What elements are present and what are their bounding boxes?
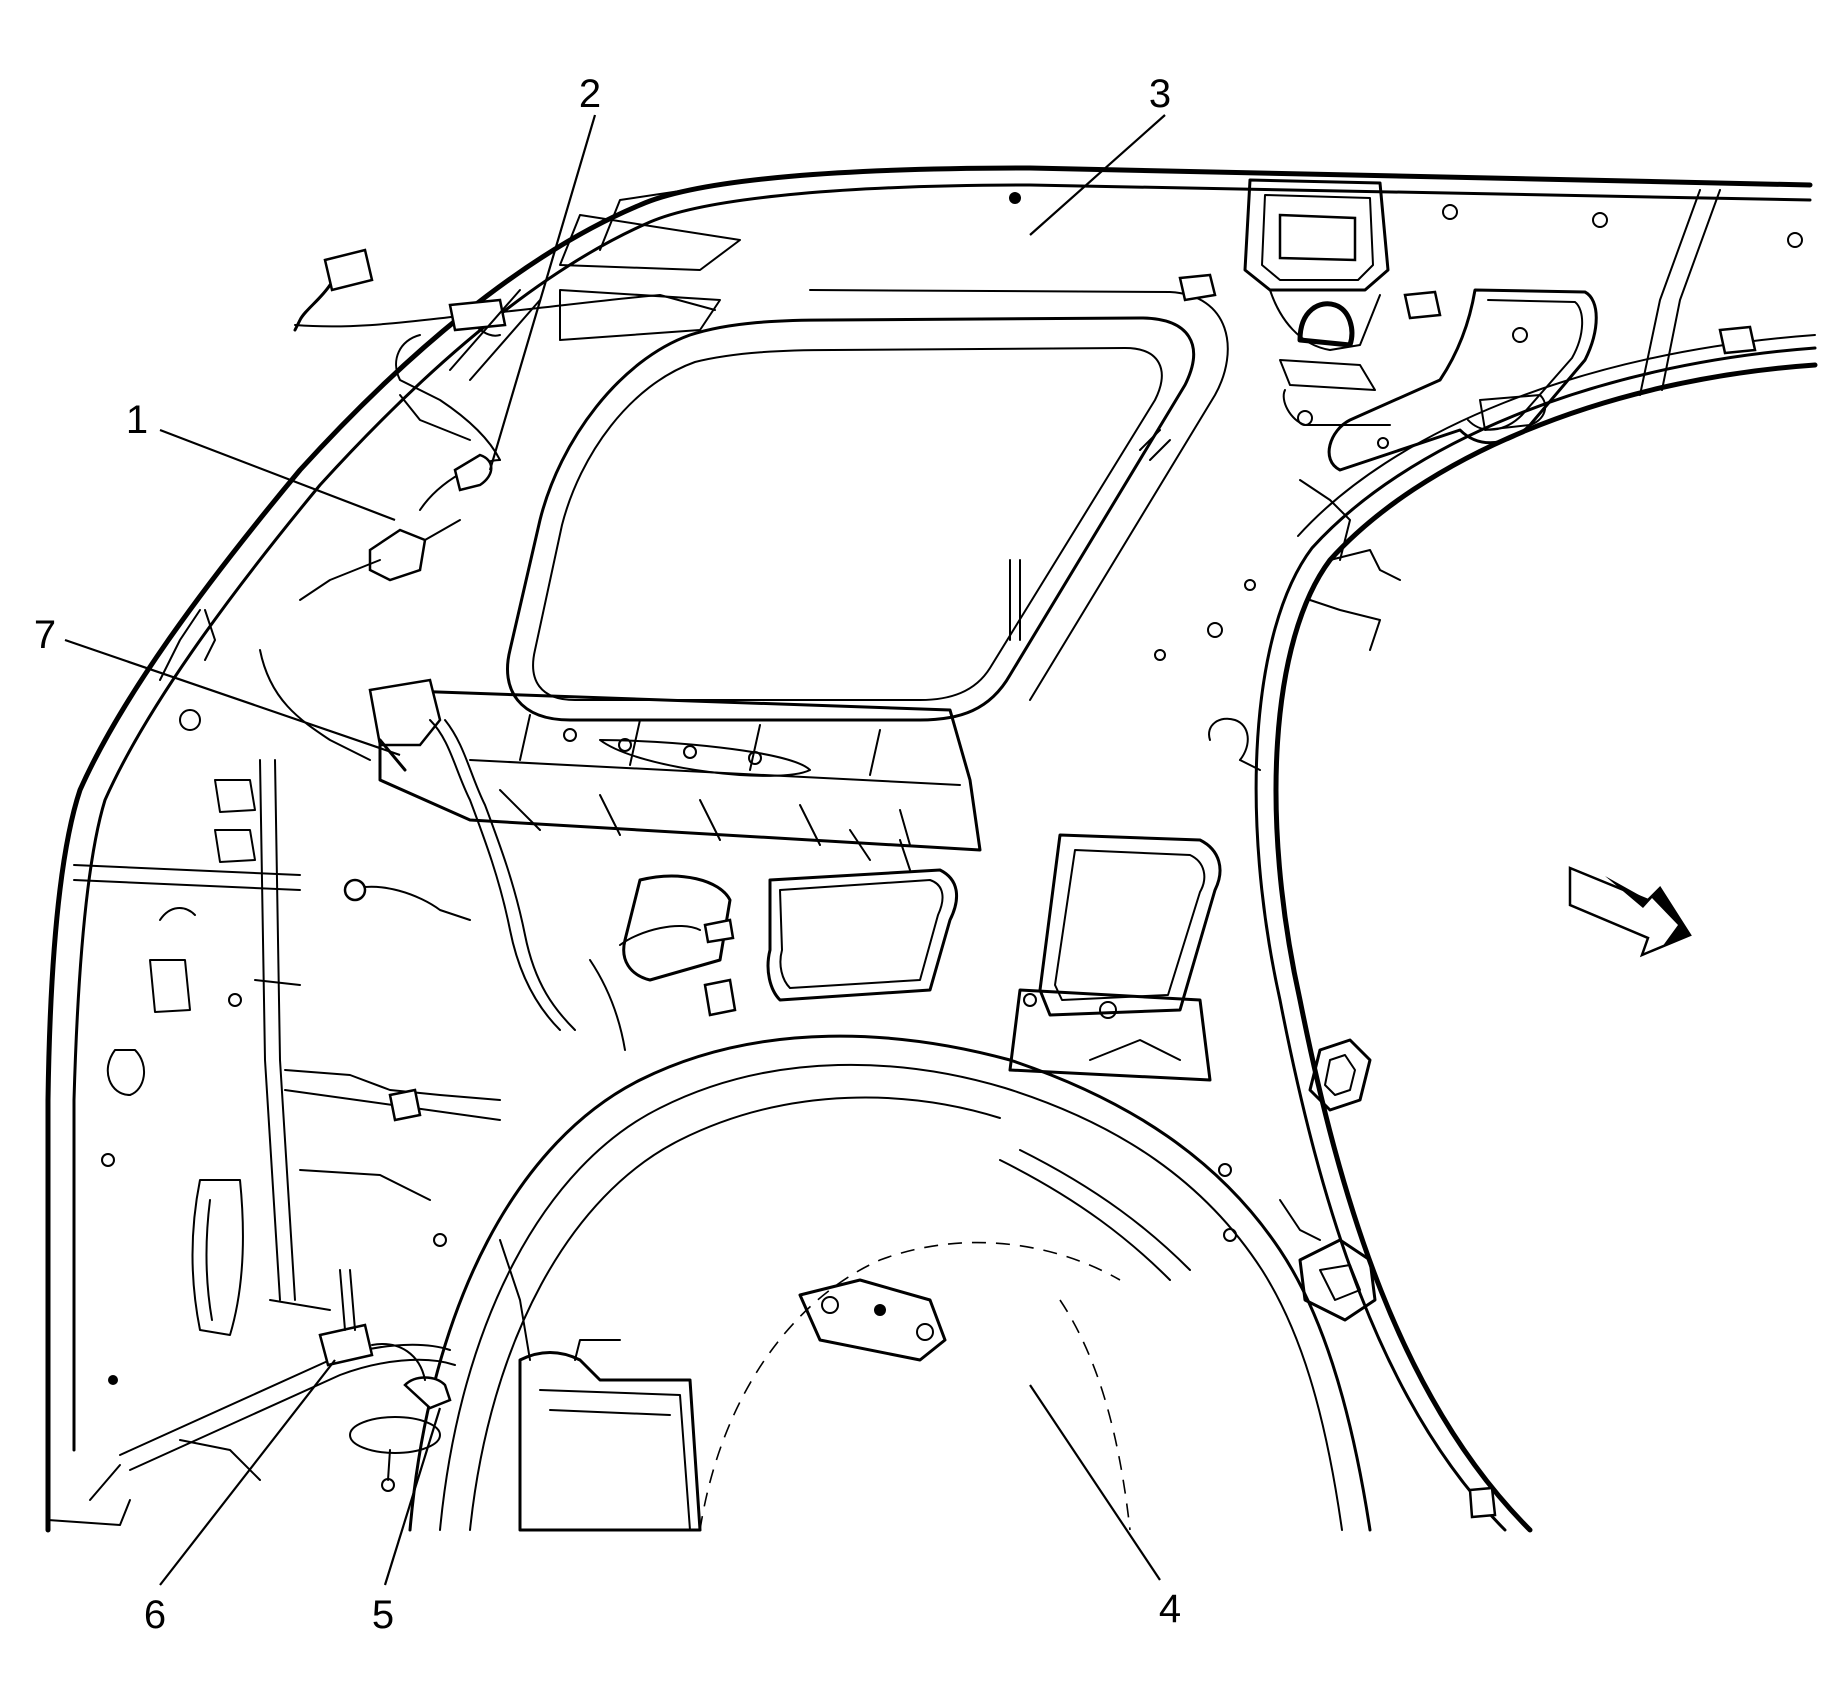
callout-3: 3	[1149, 72, 1171, 116]
callout-1: 1	[126, 398, 148, 442]
lower-harness	[47, 609, 531, 1526]
callout-6: 6	[144, 1593, 166, 1637]
callout-7: 7	[34, 613, 56, 657]
body-outline	[45, 165, 1813, 1533]
callout-4: 4	[1159, 1587, 1181, 1631]
wheelhouse	[408, 1034, 1372, 1532]
rear-header-panel	[378, 688, 982, 852]
callout-2: 2	[579, 72, 601, 116]
callout-leaders	[64, 114, 1166, 1586]
upper-harness	[293, 214, 741, 601]
forward-arrow-icon	[1568, 866, 1692, 958]
rear-panel	[589, 829, 1222, 1082]
pillar-harness	[254, 649, 576, 1301]
wheel-arch	[1254, 189, 1818, 1533]
callout-labels: 1 2 3 4 5 6 7	[34, 72, 1181, 1637]
callout-5: 5	[372, 1593, 394, 1637]
roof-opening	[506, 289, 1229, 722]
quarter-inner-panel	[1009, 178, 1803, 1519]
